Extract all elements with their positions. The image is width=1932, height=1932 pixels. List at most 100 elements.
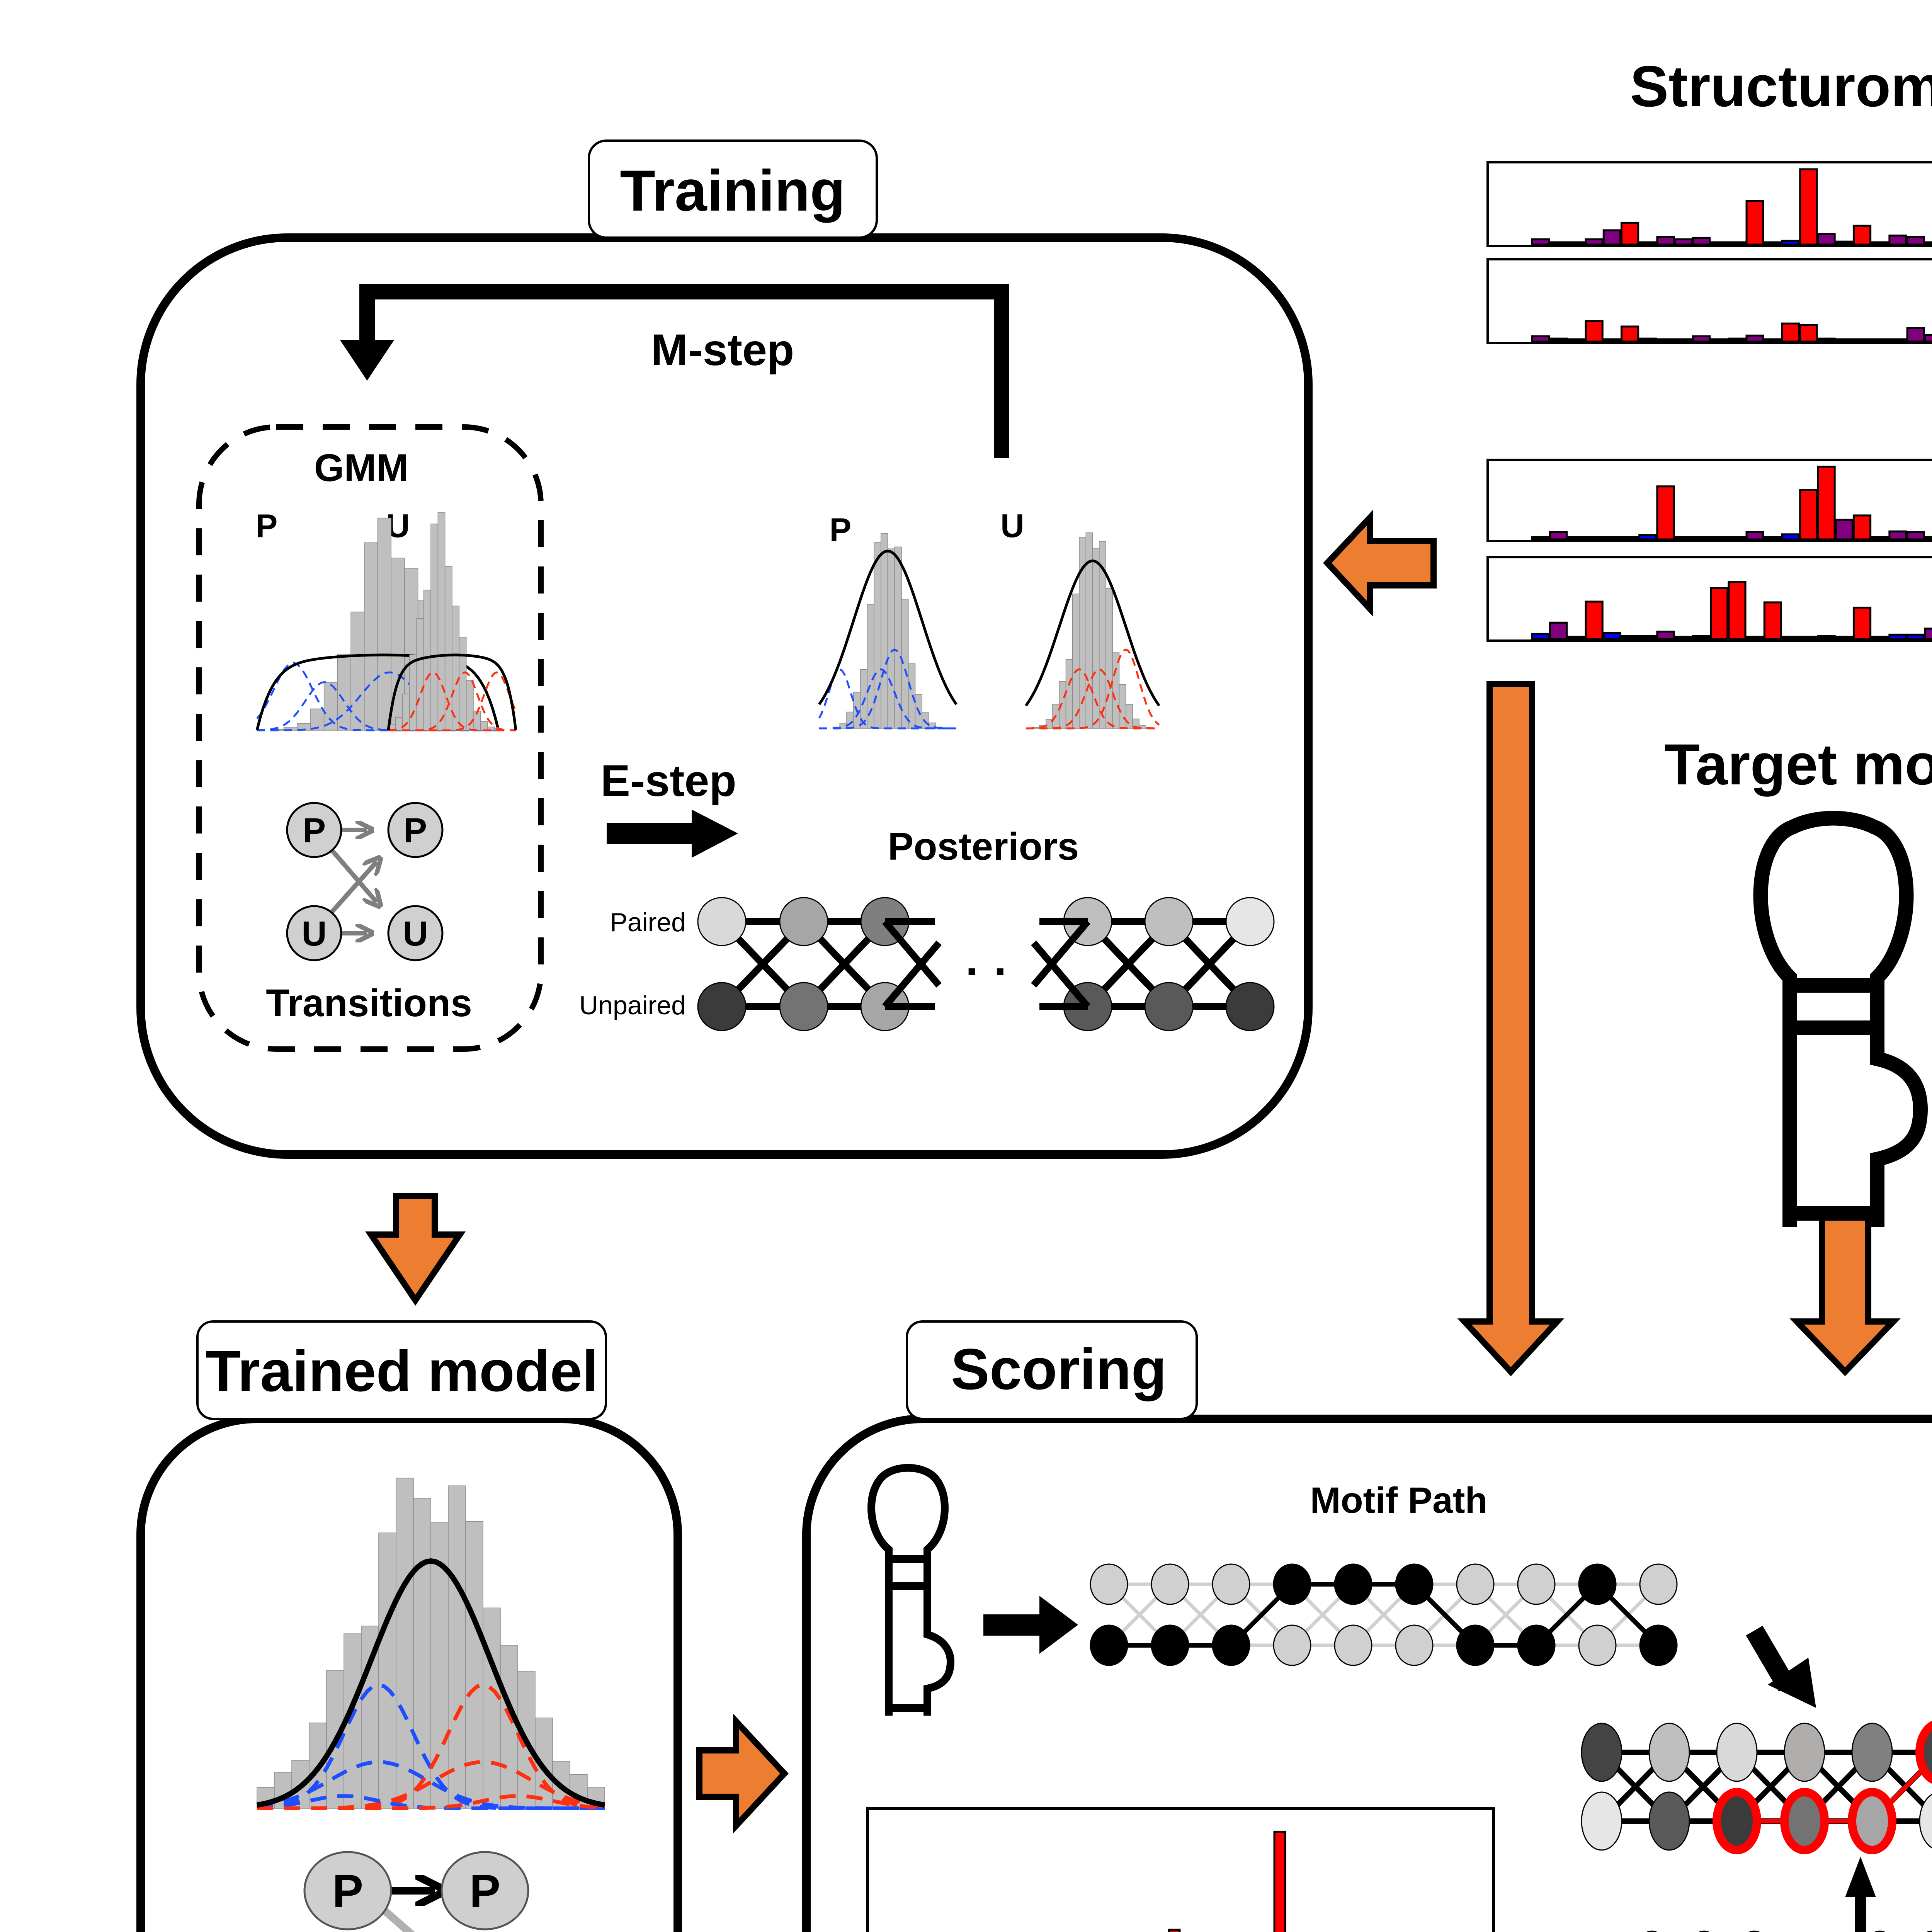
profile-bar bbox=[1585, 600, 1604, 640]
transitions-label: Transitions bbox=[266, 981, 472, 1025]
lattice-ellipsis: · · bbox=[965, 946, 1009, 997]
m-step-arrow bbox=[359, 284, 1009, 458]
profile-bar bbox=[1620, 536, 1639, 541]
histogram-bar bbox=[430, 524, 439, 731]
profile-bar bbox=[1745, 334, 1764, 343]
lattice-edge bbox=[1031, 919, 1090, 988]
histogram-bar bbox=[448, 1485, 466, 1809]
mixture-envelope bbox=[256, 1558, 605, 1808]
gaussian-component bbox=[257, 681, 498, 731]
scoring-label: Scoring bbox=[951, 1337, 1167, 1401]
profile-bar bbox=[1924, 333, 1932, 343]
histogram-bar bbox=[423, 590, 431, 731]
paired-state-node bbox=[1225, 897, 1275, 946]
trained-model-section: Trained model P P U U bbox=[136, 1320, 682, 1932]
profile-bar bbox=[1871, 636, 1889, 640]
paired-state-node bbox=[1395, 1563, 1434, 1605]
paired-state-node bbox=[1151, 1563, 1189, 1605]
gmm-label: GMM bbox=[314, 446, 408, 490]
profile-bar bbox=[1567, 241, 1586, 246]
lattice-up-arrowhead-icon bbox=[1845, 1857, 1876, 1897]
histogram-bar bbox=[350, 611, 365, 731]
profile-bar bbox=[1871, 241, 1889, 246]
unpaired-state-node bbox=[1395, 1624, 1434, 1666]
path-to-lattice-arrowhead-icon bbox=[1768, 1658, 1816, 1708]
paired-state-node bbox=[1144, 897, 1194, 946]
profile-bar bbox=[1585, 536, 1604, 541]
profile-bar bbox=[1728, 581, 1747, 640]
profile-bar bbox=[1888, 338, 1907, 343]
profile-bar bbox=[1817, 635, 1836, 640]
mixture-envelope bbox=[818, 549, 957, 705]
unpaired-state-node bbox=[1648, 1791, 1690, 1851]
profile-bar bbox=[1710, 587, 1729, 640]
profile-bar bbox=[1620, 325, 1639, 343]
histogram-bar bbox=[378, 1532, 396, 1809]
training-label: Training bbox=[620, 158, 845, 223]
gaussian-component bbox=[388, 671, 517, 731]
trained-model-transitions: P P U U bbox=[303, 1851, 529, 1932]
mixture-envelope bbox=[1025, 559, 1160, 707]
histogram-bar bbox=[465, 1521, 483, 1809]
lattice-edge bbox=[1031, 940, 1090, 1009]
profile-bar bbox=[1852, 338, 1872, 343]
profile-bar bbox=[1781, 636, 1800, 640]
profile-bar bbox=[1781, 533, 1800, 541]
histogram-bar bbox=[437, 512, 446, 731]
trained-model-histogram bbox=[256, 1478, 605, 1810]
paired-state-node bbox=[1517, 1563, 1556, 1605]
profile-bar bbox=[1549, 621, 1568, 640]
profile-bar bbox=[1620, 221, 1639, 246]
posterior-paired-histogram bbox=[818, 533, 957, 730]
unpaired-state-node bbox=[1090, 1624, 1128, 1666]
histogram-bar bbox=[487, 726, 495, 731]
paired-state-node bbox=[1212, 1563, 1250, 1605]
paired-row-label: Paired bbox=[610, 908, 686, 937]
gmm-dashed-box bbox=[196, 424, 544, 1052]
profile-bar bbox=[1728, 241, 1747, 246]
scoring-hairpin-icon bbox=[867, 1464, 955, 1716]
unpaired-state-node bbox=[1780, 1788, 1829, 1854]
model-node-p1-label: P bbox=[332, 1865, 363, 1917]
scoring-box bbox=[802, 1415, 1932, 1932]
profile-bar bbox=[1531, 536, 1550, 541]
hairpin-to-path-arrowhead-icon bbox=[1039, 1596, 1078, 1654]
paired-state-node bbox=[1915, 1721, 1932, 1784]
trained-model-label-box bbox=[196, 1320, 607, 1420]
profile-bar bbox=[1763, 241, 1782, 246]
trained-model-label: Trained model bbox=[206, 1338, 599, 1403]
transition-node-u2-label: U bbox=[403, 915, 428, 953]
histogram-bar bbox=[310, 708, 325, 731]
profile-bar bbox=[1799, 324, 1818, 343]
paired-state-node bbox=[1090, 1563, 1128, 1605]
profile-bar bbox=[1835, 338, 1854, 343]
training-to-model-arrow bbox=[365, 1193, 466, 1306]
histogram-bar bbox=[413, 1498, 431, 1809]
profile-bar bbox=[1799, 168, 1818, 246]
profile-bar bbox=[1745, 531, 1764, 541]
profiling-title: Structurome profiling data bbox=[1630, 54, 1932, 119]
profiling-track bbox=[1486, 161, 1932, 247]
profile-bar bbox=[1168, 1929, 1181, 1932]
profile-bar bbox=[1567, 636, 1586, 640]
profile-bar bbox=[1728, 337, 1747, 343]
unpaired-state-node bbox=[1581, 1791, 1622, 1851]
motif-path-label: Motif Path bbox=[1310, 1480, 1487, 1521]
profile-bar bbox=[1692, 536, 1711, 541]
training-posteriors-label: Posteriors bbox=[888, 825, 1079, 868]
paired-state-node bbox=[1648, 1723, 1690, 1782]
histogram-bar bbox=[377, 517, 391, 731]
profile-bar bbox=[1656, 236, 1675, 246]
unpaired-state-node bbox=[1334, 1624, 1372, 1666]
histogram-bar bbox=[1119, 684, 1126, 729]
profile-bar bbox=[1906, 531, 1925, 541]
histogram-bar bbox=[395, 717, 403, 731]
profile-bar bbox=[1531, 238, 1550, 246]
unpaired-state-node bbox=[1919, 1794, 1932, 1849]
unpaired-state-node bbox=[1517, 1624, 1556, 1666]
gmm-paired-label: P bbox=[256, 508, 278, 544]
gaussian-component bbox=[1026, 648, 1160, 730]
profiling-track bbox=[1486, 556, 1932, 642]
histogram-bar bbox=[416, 618, 424, 731]
